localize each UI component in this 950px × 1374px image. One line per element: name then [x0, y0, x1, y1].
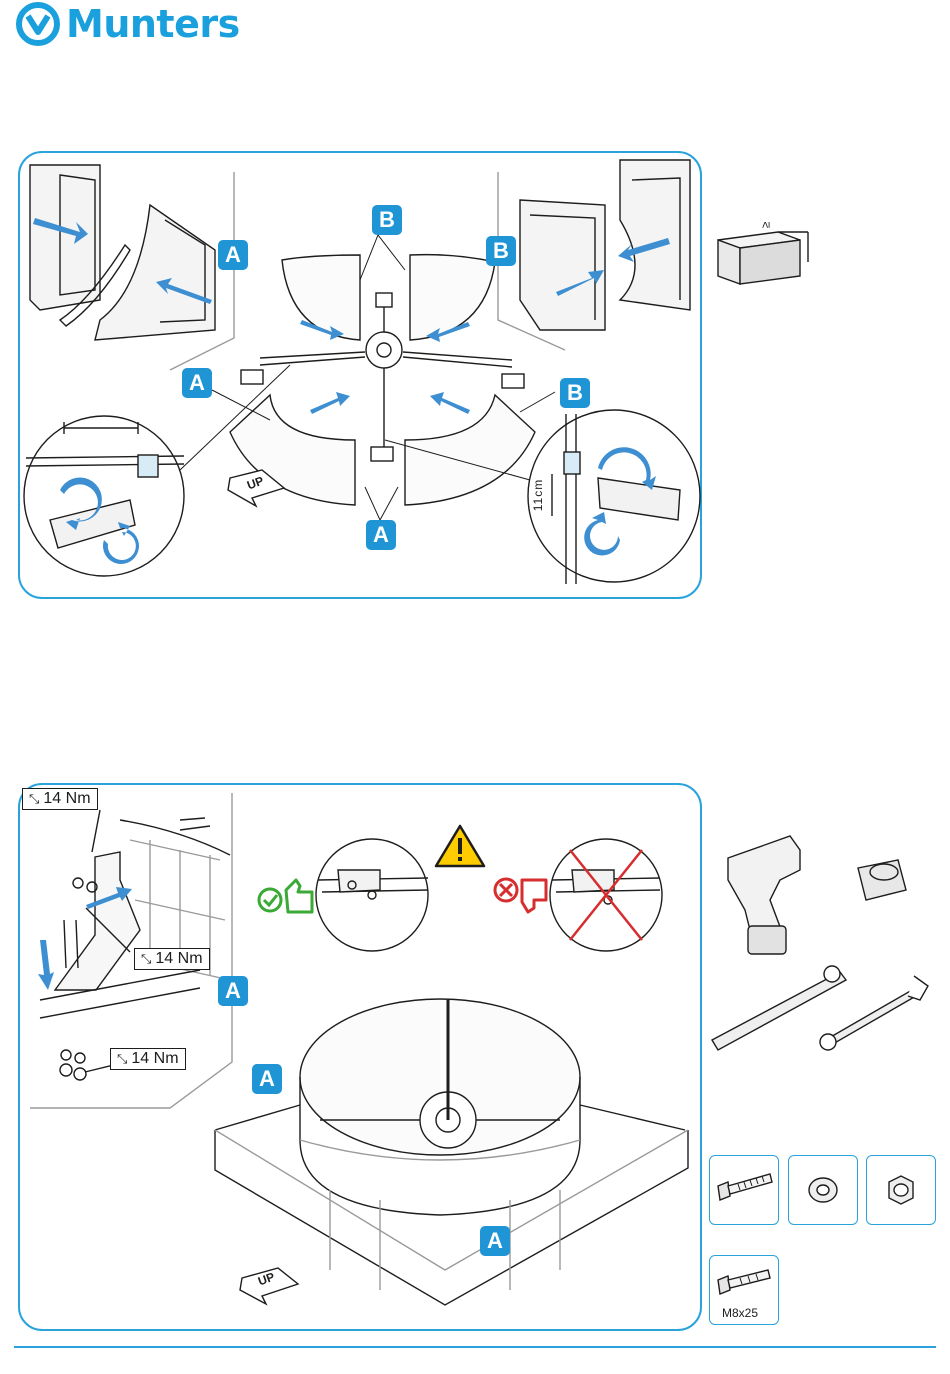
part-nut [866, 1155, 936, 1225]
part-bolt [709, 1155, 779, 1225]
part-washer [788, 1155, 858, 1225]
torque-callout-1: ⤡14 Nm [22, 788, 98, 810]
part-bolt-m8x25: M8x25 [709, 1255, 779, 1325]
label-a-front: A [480, 1226, 510, 1256]
warning-triangle-icon [436, 826, 484, 866]
torque-wrench-icon: ⤡ [141, 951, 151, 966]
bolt-icon [710, 1256, 778, 1306]
torque-callout-3: ⤡14 Nm [110, 1048, 186, 1070]
bolt-icon [710, 1156, 778, 1224]
ok-check-icon [259, 880, 312, 912]
label-a-left-bracket: A [252, 1064, 282, 1094]
torque-wrench-icon: ⤡ [117, 1051, 127, 1066]
label-a-detail: A [218, 976, 248, 1006]
bolt-size-label: M8x25 [722, 1306, 758, 1320]
footer-divider [14, 1346, 936, 1348]
torque-callout-2: ⤡14 Nm [134, 948, 210, 970]
nut-icon [867, 1156, 935, 1224]
washer-icon [789, 1156, 857, 1224]
torque-wrench-icon: ⤡ [29, 791, 39, 806]
